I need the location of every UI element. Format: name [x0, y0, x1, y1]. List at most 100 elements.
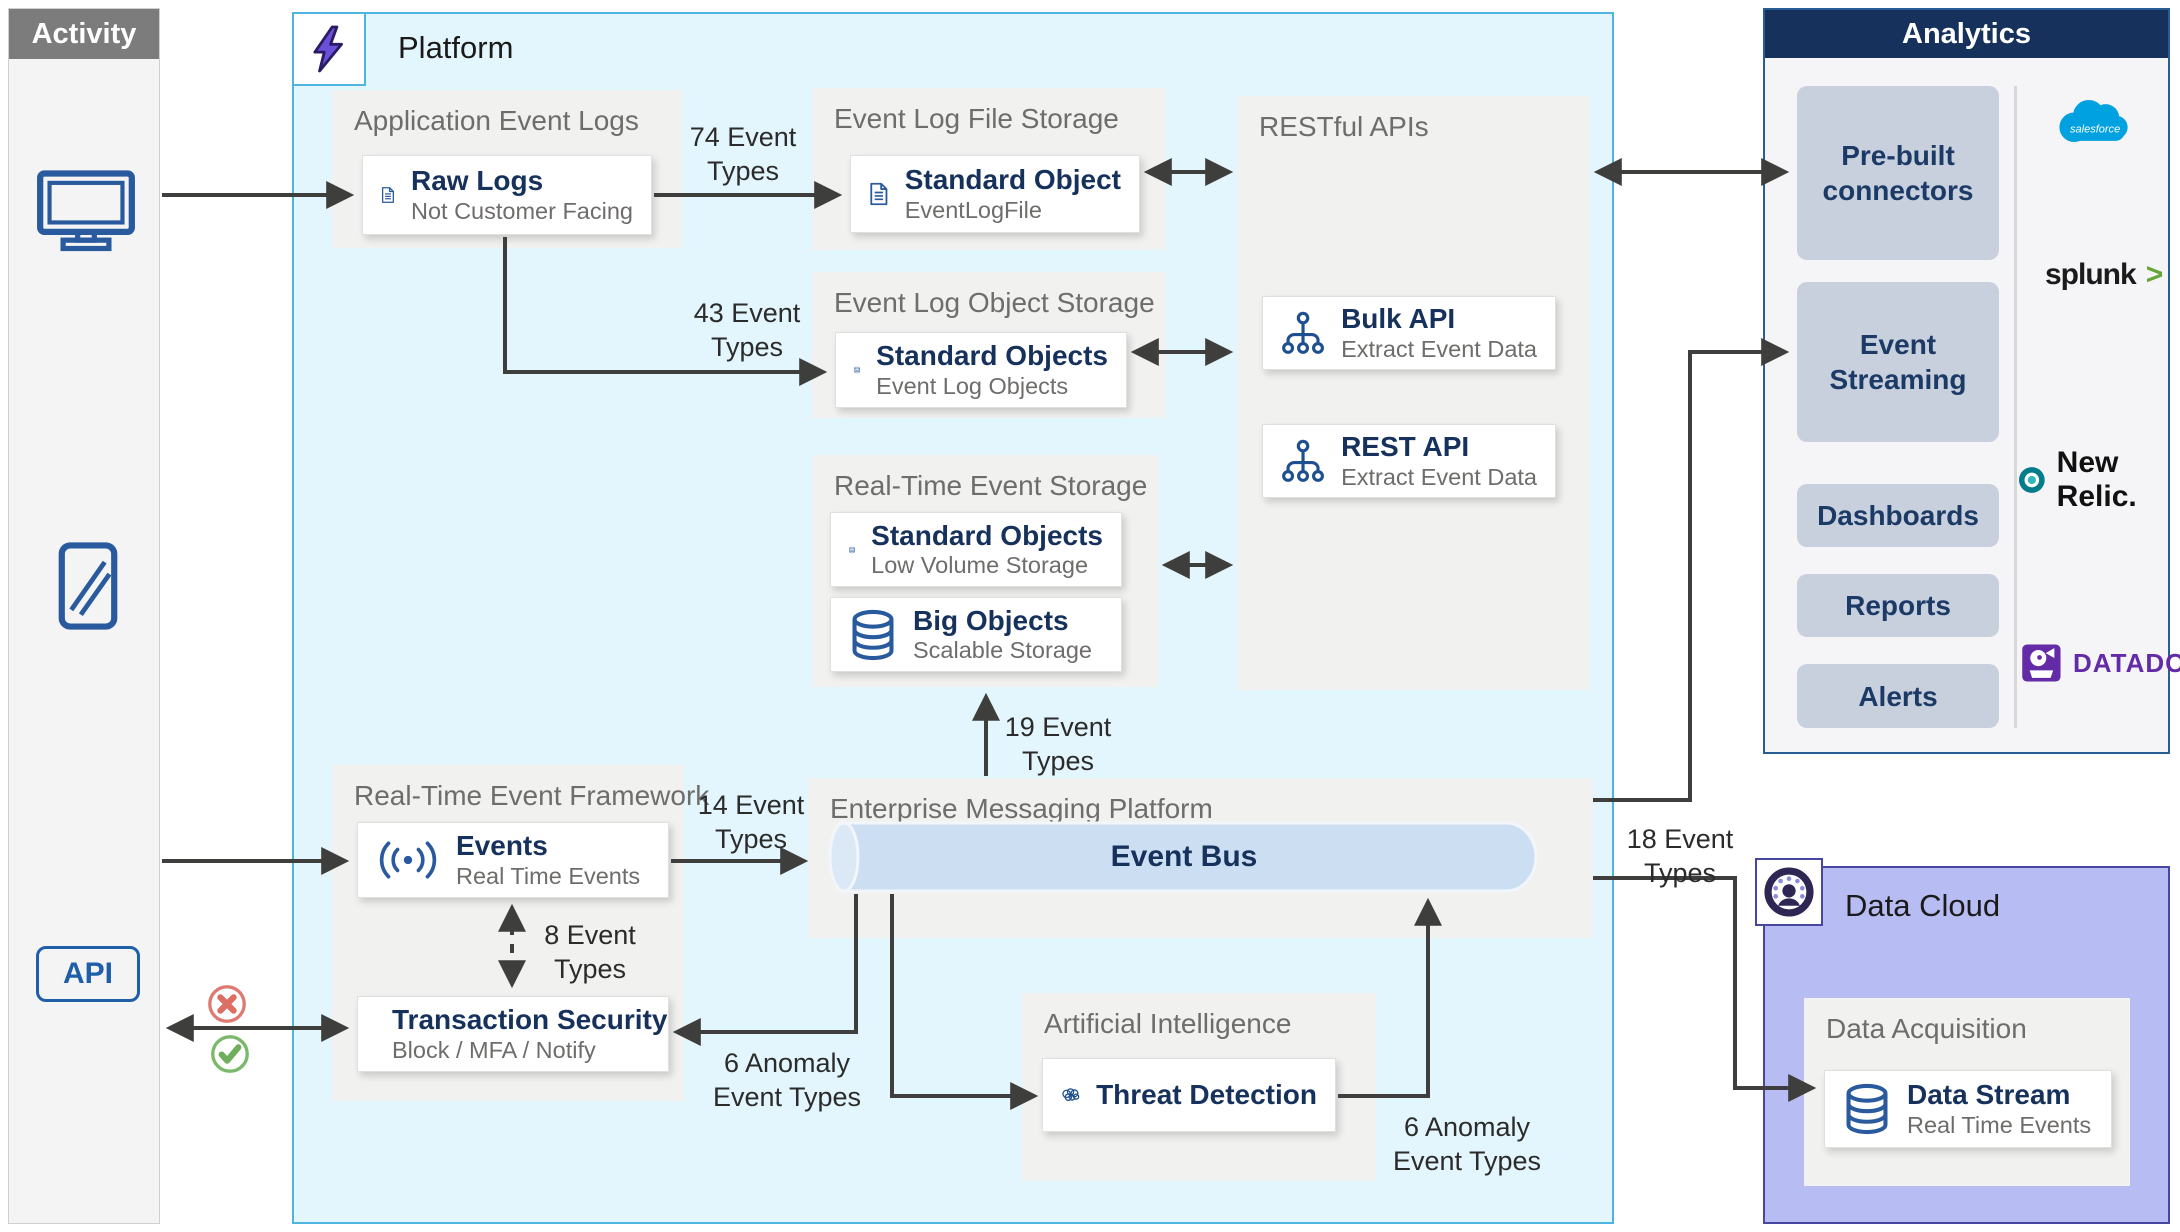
edge-label-74-event-types: 74 Event Types	[689, 122, 797, 187]
card-title: Big Objects	[913, 604, 1069, 636]
splunk-caret: >	[2145, 258, 2164, 291]
card-title: REST API	[1341, 431, 1470, 463]
salesforce-cloud-icon: salesforce	[2051, 92, 2135, 152]
rest-api-card: REST API Extract Event Data	[1262, 424, 1556, 498]
group-title: Real-Time Event Framework	[354, 780, 710, 811]
event-bus-label: Event Bus	[818, 820, 1550, 894]
group-title: RESTful APIs	[1259, 111, 1429, 142]
restful-apis-group: RESTful APIs	[1237, 96, 1589, 690]
group-title: Data Acquisition	[1826, 1013, 2027, 1044]
analytics-panel: Analytics Pre-built connectors Event Str…	[1763, 8, 2180, 754]
datadog-dog-icon	[2021, 642, 2063, 684]
box-label: Reports	[1845, 590, 1951, 621]
edge-label-6-anomaly-right: 6 Anomaly Event Types	[1392, 1112, 1542, 1177]
card-title: Standard Object	[904, 164, 1121, 196]
group-title: Application Event Logs	[354, 105, 639, 136]
card-title: Bulk API	[1341, 303, 1456, 335]
new-relic-icon	[2017, 460, 2047, 500]
edge-label-8-event-types: 8 Event Types	[544, 920, 636, 985]
edge-label-18-event-types: 18 Event Types	[1626, 824, 1734, 889]
card-title: Standard Objects	[871, 519, 1103, 551]
edge-label-6-anomaly-left: 6 Anomaly Event Types	[712, 1048, 862, 1113]
database-icon	[849, 609, 897, 661]
data-stream-card: Data Stream Real Time Events	[1824, 1070, 2112, 1148]
reports-box: Reports	[1797, 574, 1999, 637]
database-icon	[1843, 1083, 1891, 1135]
card-title: Events	[456, 830, 548, 862]
card-subtitle: Scalable Storage	[913, 637, 1092, 664]
card-title: Data Stream	[1907, 1079, 2071, 1111]
big-objects-card: Big Objects Scalable Storage	[830, 597, 1122, 672]
card-subtitle: Not Customer Facing	[410, 197, 633, 224]
box-label: Event Streaming	[1829, 329, 1967, 395]
box-label: Dashboards	[1817, 500, 1979, 531]
platform-title: Platform	[398, 30, 514, 65]
card-subtitle: Block / MFA / Notify	[392, 1036, 596, 1063]
card-title: Raw Logs	[410, 165, 544, 197]
card-subtitle: Extract Event Data	[1341, 463, 1537, 490]
event-bus-cylinder	[828, 821, 1538, 893]
standard-object-card: Standard Object EventLogFile	[850, 155, 1140, 233]
threat-detection-card: Threat Detection	[1042, 1058, 1336, 1132]
analytics-header: Analytics	[1765, 10, 2168, 58]
edge-label-43-event-types: 43 Event Types	[693, 298, 801, 363]
edge-label-14-event-types: 14 Event Types	[697, 790, 805, 855]
group-title: Event Log File Storage	[834, 103, 1119, 134]
einstein-brain-icon	[1061, 1072, 1080, 1118]
card-subtitle: EventLogFile	[904, 196, 1042, 223]
card-subtitle: Real Time Events	[456, 862, 641, 889]
group-title: Artificial Intelligence	[1044, 1008, 1292, 1039]
activity-header: Activity	[9, 9, 159, 59]
event-bus-text: Event Bus	[1110, 840, 1258, 873]
alerts-box: Alerts	[1797, 664, 1999, 728]
box-label: Pre-built connectors	[1822, 140, 1974, 206]
salesforce-logo: salesforce	[2051, 92, 2135, 152]
card-subtitle: Event Log Objects	[876, 372, 1069, 399]
card-subtitle: Real Time Events	[1907, 1111, 2092, 1138]
api-badge: API	[36, 946, 140, 1002]
database-icon	[849, 524, 855, 576]
analytics-title: Analytics	[1902, 17, 2031, 50]
raw-logs-card: Raw Logs Not Customer Facing	[362, 155, 652, 235]
document-icon	[869, 166, 889, 222]
event-streaming-box: Event Streaming	[1797, 282, 1999, 442]
edge-label-19-event-types: 19 Event Types	[1004, 712, 1112, 777]
data-cloud-panel: Data Cloud Data Acquisition Data Stream …	[1763, 866, 2170, 1224]
box-label: Alerts	[1858, 680, 1938, 712]
analytics-divider	[2014, 86, 2017, 728]
group-title: Event Log Object Storage	[834, 287, 1155, 318]
api-badge-label: API	[62, 957, 113, 990]
dashboards-box: Dashboards	[1797, 484, 1999, 547]
events-card: Events Real Time Events	[357, 822, 669, 898]
activity-title: Activity	[31, 17, 137, 50]
group-title: Real-Time Event Storage	[834, 470, 1148, 501]
data-cloud-title: Data Cloud	[1845, 888, 2001, 923]
card-subtitle: Low Volume Storage	[871, 552, 1089, 579]
card-title: Transaction Security	[392, 1004, 668, 1036]
transaction-security-card: Transaction Security Block / MFA / Notif…	[357, 996, 669, 1072]
mobile-device-icon	[57, 540, 119, 632]
data-cloud-badge	[1755, 858, 1823, 926]
datadog-logo-text: DATADOG	[2073, 647, 2180, 678]
lightning-bolt-icon	[307, 23, 351, 75]
salesforce-logo-text: salesforce	[2070, 124, 2120, 136]
platform-badge	[292, 12, 366, 86]
deny-x-icon	[207, 984, 247, 1024]
datadog-logo: DATADOG	[2021, 642, 2180, 684]
radio-waves-icon	[376, 840, 440, 880]
document-icon	[381, 167, 395, 223]
data-cloud-icon	[1763, 866, 1815, 918]
prebuilt-connectors-box: Pre-built connectors	[1797, 86, 1999, 260]
card-title: Standard Objects	[876, 340, 1108, 372]
splunk-logo: splunk>	[2045, 258, 2163, 292]
new-relic-logo: New Relic.	[2017, 446, 2168, 514]
api-tree-icon	[1281, 307, 1325, 359]
splunk-logo-text: splunk	[2045, 258, 2137, 291]
desktop-monitor-icon	[36, 168, 136, 254]
database-icon	[854, 344, 860, 396]
arrow-event-bus-to-event-streaming	[1593, 338, 1790, 802]
new-relic-logo-text: New Relic.	[2056, 446, 2137, 513]
allow-check-icon	[210, 1034, 250, 1074]
api-tree-icon	[1281, 435, 1325, 487]
